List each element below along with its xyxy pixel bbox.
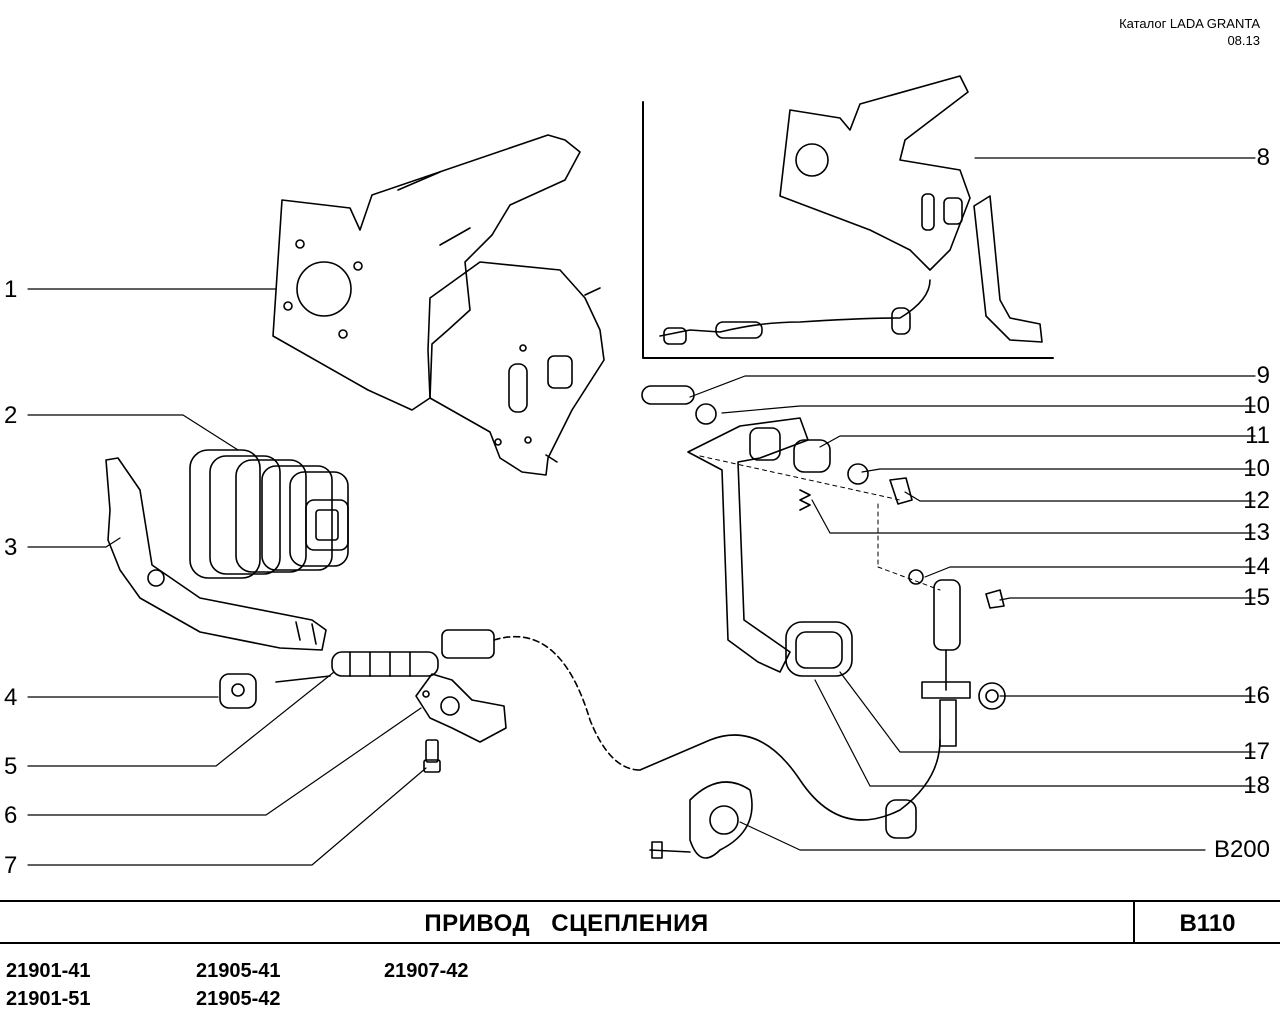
callout-5: 5 <box>4 753 18 780</box>
callout-2: 2 <box>4 402 18 429</box>
callout-10a: 10 <box>1243 392 1270 419</box>
plate-part-6 <box>415 673 507 743</box>
clip-part-12 <box>889 477 913 505</box>
callout-12: 12 <box>1243 487 1270 514</box>
callout-8: 8 <box>1256 144 1270 171</box>
bolt-part-7 <box>423 739 441 773</box>
model-code: 21905-41 <box>196 960 281 982</box>
support-b200 <box>649 781 753 859</box>
nut-part-14 <box>908 569 924 585</box>
callout-1: 1 <box>4 276 18 303</box>
catalog-name: Каталог LADA GRANTA <box>1119 16 1260 31</box>
bushing-part-10a <box>695 403 717 425</box>
callout-16: 16 <box>1243 682 1270 709</box>
clutch-pedal-part-17 <box>687 417 809 673</box>
inset-pedal-assembly <box>659 75 1043 345</box>
callout-6: 6 <box>4 802 18 829</box>
callout-3: 3 <box>4 534 18 561</box>
pedal-bracket-part-1 <box>272 134 605 476</box>
model-code: 21907-42 <box>384 960 469 982</box>
bushing-part-10b <box>847 463 869 485</box>
callout-18: 18 <box>1243 772 1270 799</box>
adjuster-assembly <box>921 579 971 747</box>
axle-part-9 <box>641 385 695 405</box>
bracket-part-11 <box>793 439 831 473</box>
spring-part-13 <box>799 489 811 511</box>
pedal-pad-rubber-part-2 <box>189 449 349 579</box>
clutch-cable-part-5 <box>275 629 941 839</box>
callout-7: 7 <box>4 852 18 879</box>
callout-9: 9 <box>1256 362 1270 389</box>
model-code: 21905-42 <box>196 988 281 1010</box>
callout-4: 4 <box>4 684 18 711</box>
clutch-drive-exploded-diagram <box>27 75 1256 866</box>
assembly-guides <box>699 455 941 591</box>
leader-lines <box>27 157 1256 866</box>
nut-part-16 <box>978 682 1006 710</box>
title-block: ПРИВОД СЦЕПЛЕНИЯ B110 <box>0 900 1280 944</box>
callout-17: 17 <box>1243 738 1270 765</box>
clip-part-15 <box>985 589 1005 609</box>
model-code: 21901-41 <box>6 960 91 982</box>
inset-frame-part-8 <box>642 101 1054 359</box>
section-code: B110 <box>1179 910 1236 937</box>
callout-14: 14 <box>1243 553 1270 580</box>
callout-b200: B200 <box>1213 836 1270 863</box>
retainer-part-4 <box>219 673 257 709</box>
callout-13: 13 <box>1243 519 1270 546</box>
callout-10b: 10 <box>1243 455 1270 482</box>
catalog-date: 08.13 <box>1227 33 1260 48</box>
page-title: ПРИВОД СЦЕПЛЕНИЯ <box>424 910 709 937</box>
title-divider <box>1133 902 1135 942</box>
callout-15: 15 <box>1243 584 1270 611</box>
clutch-fork-part-3 <box>105 457 327 651</box>
model-code: 21901-51 <box>6 988 91 1010</box>
callout-11: 11 <box>1245 422 1270 449</box>
pedal-pad-part-18 <box>785 621 853 677</box>
